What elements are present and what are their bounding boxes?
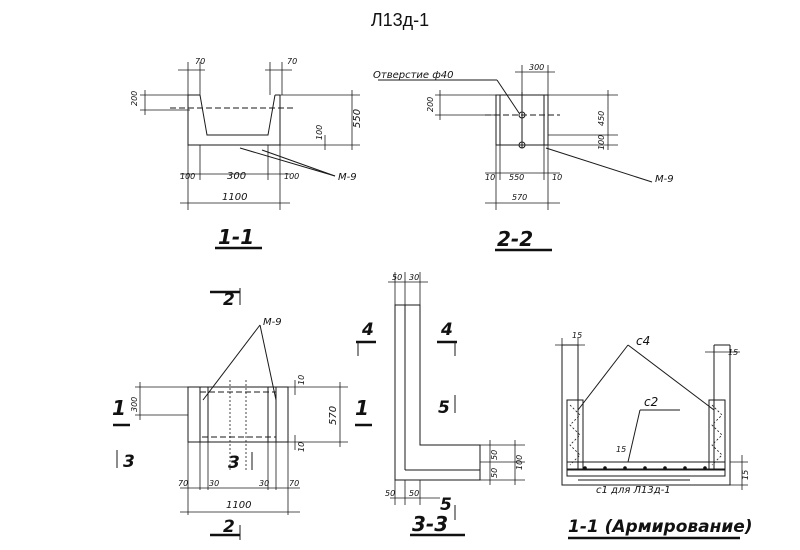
s22-dim-side-left: 10 [485,173,495,182]
section-1-1-drawing [140,62,360,250]
plan-cut-bottom-label: 2 [223,517,235,537]
reinf-c1-note: с1 для Л13д-1 [596,485,671,496]
reinf-c4-label: с4 [636,334,650,348]
s22-callout-m9: М-9 [655,174,674,185]
s11-dim-inner: 300 [227,171,246,182]
s11-dim-edge-right: 100 [284,172,299,181]
s33-dim-b-left: 50 [385,489,395,498]
plan-dim-right: 570 [328,406,339,425]
s22-section-label: 2-2 [497,227,533,251]
plan-dim-b3: 30 [259,479,269,488]
plan-cut-left-label: 1 [112,396,126,420]
s33-cut-bottom-label: 5 [440,495,452,515]
plan-cut-left-lower-label: 3 [123,452,135,472]
s33-cut-mid-label: 5 [438,398,450,418]
s33-dim-b-mid: 50 [409,489,419,498]
s11-dim-top-right: 70 [287,57,297,66]
s33-cut-right-label: 4 [440,320,453,340]
plan-dim-top-small: 10 [297,375,306,385]
s11-dim-total: 1100 [222,192,247,203]
s11-dim-h-left: 200 [130,91,139,106]
s22-dim-right-upper: 450 [597,111,606,126]
section-3-3-drawing [356,272,525,537]
s11-dim-step: 100 [315,125,324,140]
reinf-dim-right: 15 [728,348,738,357]
section-reinforcement-drawing [555,338,748,540]
reinf-dim-side: 15 [741,470,750,480]
plan-view-drawing [113,288,372,540]
plan-dim-total: 1100 [226,500,251,511]
s11-callout-m9: М-9 [338,172,357,183]
reinf-dim-left: 15 [572,331,582,340]
s11-dim-h-right: 550 [352,109,363,128]
page-title: Л13д-1 [370,10,430,30]
s22-dim-total: 570 [512,193,527,202]
s22-dim-middle: 550 [509,173,524,182]
s33-dim-top-b: 30 [409,273,419,282]
plan-cut-right-label: 1 [355,396,369,420]
s11-dim-edge-left: 100 [180,172,195,181]
s22-hole-label: Отверстие ф40 [373,70,454,81]
plan-dim-b1: 70 [178,479,188,488]
reinf-section-label: 1-1 (Армирование) [568,517,753,537]
s33-dim-r1: 50 [490,450,499,460]
s33-cut-left-label: 4 [361,320,374,340]
s11-dim-top-left: 70 [195,57,205,66]
s22-dim-side-right: 10 [552,173,562,182]
plan-dim-b2: 30 [209,479,219,488]
plan-dim-bottom-small: 10 [297,442,306,452]
s22-dim-top: 300 [529,63,544,72]
s11-section-label: 1-1 [218,225,254,249]
s33-section-label: 3-3 [412,512,448,536]
s22-dim-left: 200 [426,97,435,112]
s22-dim-right-lower: 100 [597,135,606,150]
reinf-dim-mid: 15 [616,445,626,454]
s33-dim-r2: 50 [490,468,499,478]
plan-cut-top-label: 2 [223,290,235,310]
section-2-2-drawing [378,65,653,252]
plan-dim-left: 300 [130,397,139,412]
s33-dim-top-a: 50 [392,273,402,282]
plan-dim-b4: 70 [289,479,299,488]
s33-dim-r-total: 100 [515,455,524,470]
reinf-c2-label: с2 [644,395,658,409]
plan-callout-m9: М-9 [263,317,282,328]
plan-cut-middle-label: 3 [228,453,240,473]
